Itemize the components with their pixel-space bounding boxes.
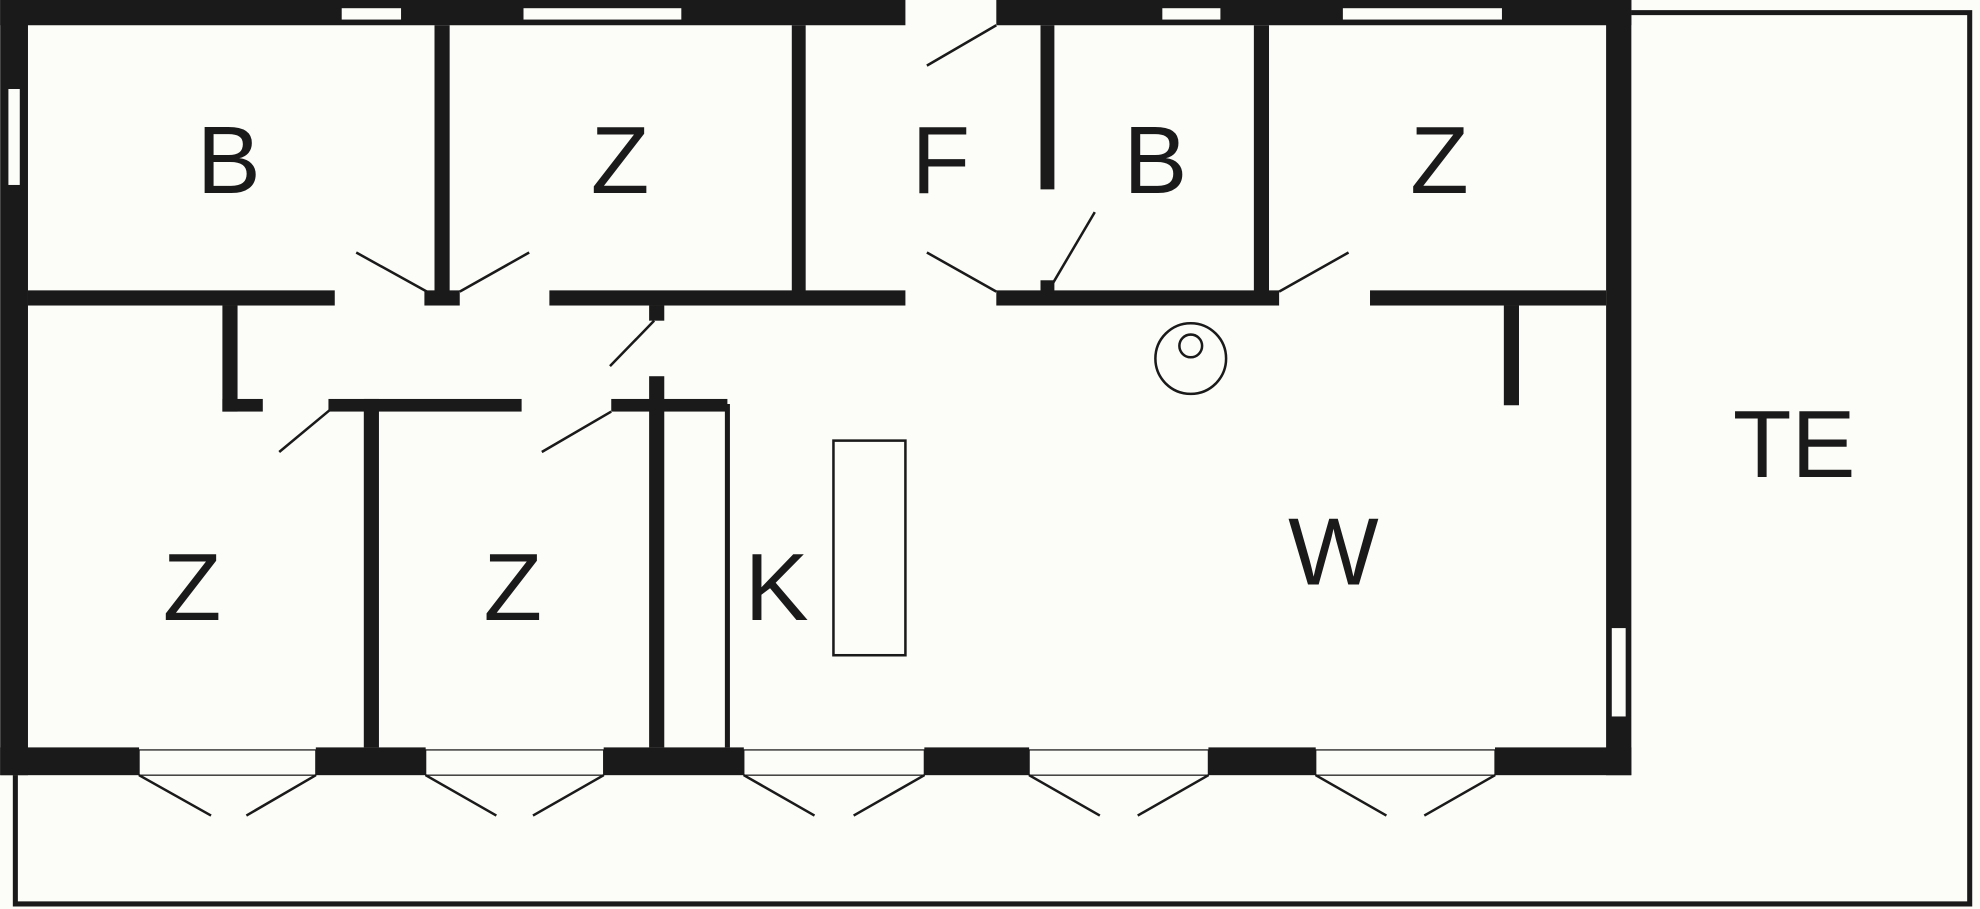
door-swings (138, 24, 1496, 817)
room-label-terrace: TE (1733, 391, 1856, 498)
kitchen-counter (832, 439, 907, 657)
room-label-bedroom-4: Z (483, 534, 542, 641)
room-label-bedroom-3: Z (163, 534, 222, 641)
windows (7, 6, 1627, 776)
room-label-bedroom-2: Z (1410, 107, 1469, 214)
stove-icon (1154, 321, 1228, 396)
room-label-living: W (1288, 499, 1379, 606)
room-label-bath-1: B (197, 107, 261, 214)
room-label-bath-2: B (1123, 107, 1187, 214)
room-label-kitchen: K (745, 534, 809, 641)
interior-walls (27, 25, 1607, 748)
room-label-hallway: F (911, 107, 970, 214)
terrace-outline (12, 10, 1973, 907)
room-label-bedroom-1: Z (591, 107, 650, 214)
